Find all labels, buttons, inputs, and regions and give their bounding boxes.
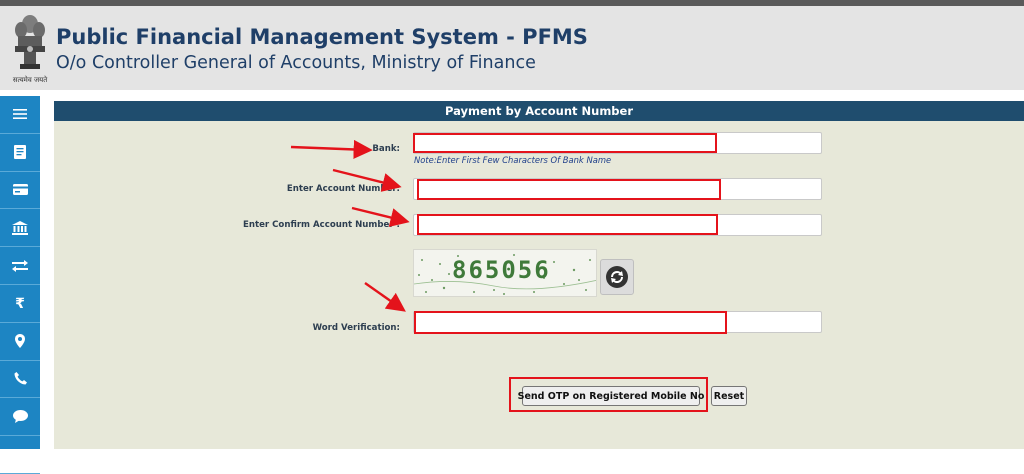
confirm-account-number-label: Enter Confirm Account Number : xyxy=(242,220,400,230)
account-number-label: Enter Account Number: xyxy=(286,184,400,194)
word-verification-label: Word Verification: xyxy=(312,323,400,333)
emblem-motto: सत्यमेव जयते xyxy=(12,76,48,84)
menu-icon xyxy=(13,109,27,120)
rupee-icon: ₹ xyxy=(15,296,25,310)
document-icon xyxy=(14,145,26,160)
captcha-text: 865056 xyxy=(452,256,551,284)
chat-icon xyxy=(12,410,28,424)
sidebar-item-location[interactable] xyxy=(0,323,40,361)
bank-input[interactable] xyxy=(413,132,822,154)
send-otp-button[interactable]: Send OTP on Registered Mobile No xyxy=(518,386,704,406)
bank-label: Bank: xyxy=(372,144,400,154)
sidebar-item-document[interactable] xyxy=(0,134,40,172)
sidebar-item-card[interactable] xyxy=(0,172,40,210)
transfer-icon xyxy=(12,259,28,272)
refresh-icon xyxy=(606,266,628,288)
site-header: सत्यमेव जयते Public Financial Management… xyxy=(0,6,1024,90)
national-emblem-icon: सत्यमेव जयते xyxy=(10,10,50,86)
sidebar-item-phone[interactable] xyxy=(0,361,40,399)
page-subtitle: O/o Controller General of Accounts, Mini… xyxy=(56,53,536,73)
up-icon xyxy=(14,450,26,459)
sidebar: ₹ xyxy=(0,96,40,474)
captcha-image: 865056 xyxy=(413,249,597,297)
confirm-account-number-input[interactable] xyxy=(413,214,822,236)
sidebar-menu-button[interactable] xyxy=(0,96,40,134)
sidebar-item-bank[interactable] xyxy=(0,209,40,248)
sidebar-item-up[interactable] xyxy=(0,436,40,474)
location-icon xyxy=(15,334,25,349)
sidebar-item-transfer[interactable] xyxy=(0,247,40,285)
panel-heading: Payment by Account Number xyxy=(54,101,1024,121)
account-number-input[interactable] xyxy=(413,178,822,200)
top-bar xyxy=(0,0,1024,6)
bank-note: Note:Enter First Few Characters Of Bank … xyxy=(414,155,612,165)
svg-text:₹: ₹ xyxy=(15,296,25,310)
sidebar-item-chat[interactable] xyxy=(0,398,40,437)
page-title: Public Financial Management System - PFM… xyxy=(56,25,588,49)
phone-icon xyxy=(14,372,27,385)
sidebar-item-rupee[interactable]: ₹ xyxy=(0,285,40,323)
word-verification-input[interactable] xyxy=(413,311,822,333)
card-icon xyxy=(12,184,28,196)
captcha-refresh-button[interactable] xyxy=(600,259,634,295)
reset-button[interactable]: Reset xyxy=(711,386,747,406)
bank-icon xyxy=(12,220,28,235)
